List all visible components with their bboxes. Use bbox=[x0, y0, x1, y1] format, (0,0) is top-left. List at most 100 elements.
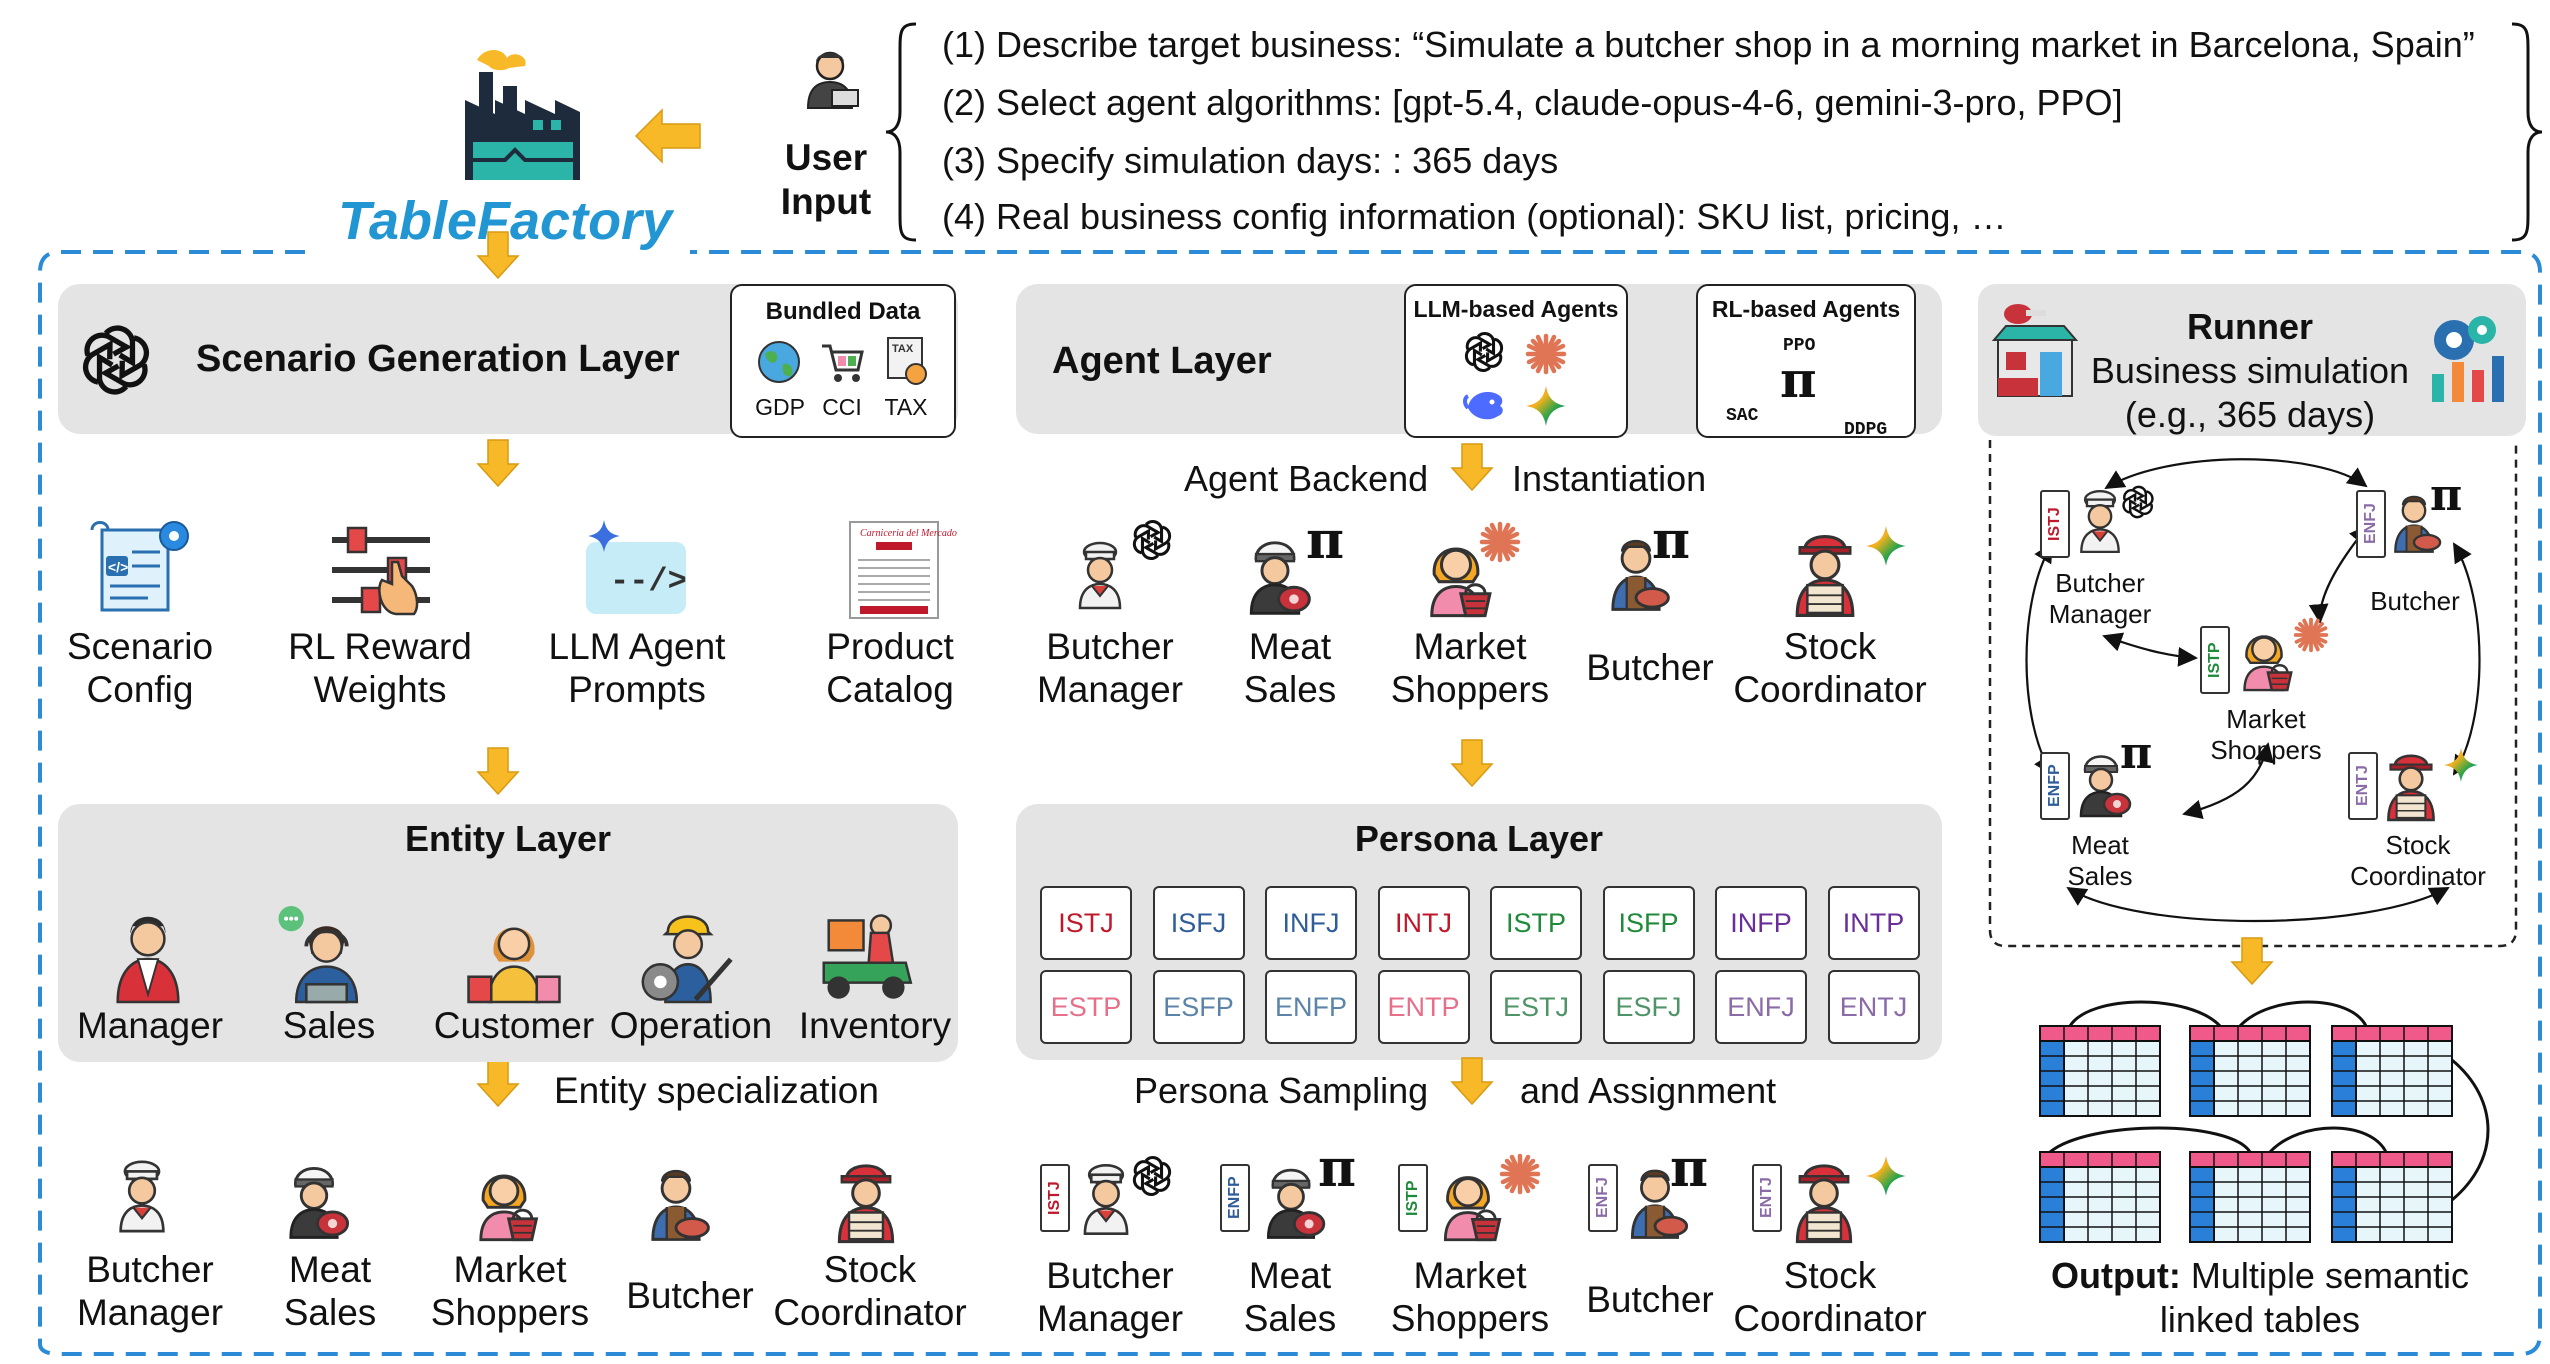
mbti-estj: ESTJ bbox=[1490, 970, 1582, 1044]
assigned-market-shoppers-icon bbox=[1443, 1176, 1502, 1242]
entity-layer-title: Entity Layer bbox=[404, 818, 612, 859]
runner-title: Runner bbox=[2187, 306, 2313, 347]
linked-table bbox=[2039, 1151, 2161, 1243]
reward-weights-icon bbox=[332, 526, 430, 616]
gemini-icon-small bbox=[1526, 386, 1566, 426]
assigned-gemini-icon bbox=[1866, 1156, 1906, 1196]
assigned-tag-3: ISTP bbox=[1398, 1164, 1428, 1232]
sales-icon bbox=[278, 906, 359, 1004]
arrow-down-mid-1 bbox=[1451, 443, 1493, 491]
arrow-down-3 bbox=[477, 747, 519, 795]
svg-text:</>: </> bbox=[108, 559, 128, 575]
right-brace bbox=[2511, 22, 2543, 242]
analytics-icon bbox=[2432, 316, 2504, 402]
agent-stock-coordinator-icon bbox=[1795, 534, 1855, 618]
butcher-manager-icon-l bbox=[119, 1160, 165, 1233]
meat-sales-icon-l bbox=[289, 1167, 350, 1239]
rl-agents-title: RL-based Agents bbox=[1711, 296, 1901, 322]
assigned-meat-sales-icon bbox=[1266, 1168, 1326, 1239]
assigned-tag-2: ENFP bbox=[1220, 1164, 1250, 1232]
mbti-intj: INTJ bbox=[1377, 886, 1470, 960]
linked-table bbox=[2189, 1151, 2311, 1243]
mbti-esfj: ESFJ bbox=[1602, 970, 1695, 1044]
stock-coordinator-icon-l bbox=[837, 1164, 895, 1244]
shop-icon bbox=[1991, 304, 2079, 397]
entity-operation: Operation bbox=[609, 1005, 773, 1046]
assigned-tag-1: ISTJ bbox=[1040, 1164, 1070, 1232]
agent-layer-title: Agent Layer bbox=[1052, 340, 1272, 382]
instantiation-label: Instantiation bbox=[1512, 458, 1707, 499]
assigned-tag-4: ENFJ bbox=[1588, 1164, 1618, 1232]
rl-agents-box bbox=[1696, 284, 1916, 438]
mbti-infj: INFJ bbox=[1265, 886, 1357, 960]
mbti-infp: INFP bbox=[1715, 886, 1807, 960]
bundled-tax: TAX bbox=[884, 394, 928, 420]
user-input-label: User Input bbox=[780, 137, 872, 222]
runner-claude-icon bbox=[2293, 617, 2329, 653]
agent-openai-icon bbox=[1129, 519, 1175, 561]
customer-icon bbox=[467, 927, 561, 1004]
claude-icon-small bbox=[1526, 334, 1566, 374]
runner-tag-butcher-manager: ISTJ bbox=[2040, 490, 2070, 558]
product-catalog-icon: Carniceria del Mercado bbox=[849, 521, 957, 619]
mbti-istp: ISTP bbox=[1490, 886, 1582, 960]
bundled-cci: CCI bbox=[822, 394, 862, 420]
agent-butcher-manager-icon bbox=[1078, 541, 1122, 610]
runner-gemini-icon bbox=[2444, 748, 2478, 782]
assigned-butcher-pi: π bbox=[1670, 1138, 1709, 1199]
runner-subtitle-days: (e.g., 365 days) bbox=[2124, 394, 2376, 435]
spec-butcher: Butcher bbox=[626, 1275, 754, 1316]
runner-tag-butcher: ENFJ bbox=[2356, 490, 2386, 558]
runner-subtitle: Business simulation bbox=[2090, 350, 2410, 391]
left-brace bbox=[885, 22, 917, 242]
butcher-icon-l bbox=[651, 1169, 710, 1241]
svg-text:--/>: --/> bbox=[610, 563, 687, 600]
runner-tag-market-shoppers: ISTP bbox=[2200, 626, 2230, 694]
agent-gemini-icon bbox=[1866, 526, 1906, 566]
cart-icon bbox=[822, 344, 864, 382]
assigned-label-butcher: Butcher bbox=[1586, 1279, 1714, 1320]
assigned-tag-5: ENTJ bbox=[1752, 1164, 1782, 1232]
arrow-down-right bbox=[2231, 937, 2273, 985]
runner-openai-icon bbox=[2119, 485, 2157, 519]
agent-claude-icon bbox=[1480, 522, 1520, 562]
mbti-estp: ESTP bbox=[1040, 970, 1132, 1044]
output-caption: Output: Multiple semantic linked tables bbox=[2050, 1255, 2470, 1340]
entity-customer: Customer bbox=[433, 1005, 595, 1046]
llm-agents-box bbox=[1404, 284, 1628, 438]
runner-stock-coordinator-icon bbox=[2387, 754, 2435, 822]
arrow-down-mid-2 bbox=[1451, 739, 1493, 787]
bundled-gdp: GDP bbox=[755, 394, 805, 420]
linked-tables bbox=[2039, 1000, 2490, 1243]
openai-icon-small bbox=[1461, 331, 1507, 373]
inventory-icon bbox=[822, 914, 913, 999]
mbti-intp: INTP bbox=[1827, 886, 1920, 960]
arrow-down-2 bbox=[477, 439, 519, 487]
interaction-curves bbox=[2025, 458, 2481, 923]
agent-backend-label: Agent Backend bbox=[1184, 458, 1429, 499]
persona-sampling-label: Persona Sampling bbox=[1134, 1070, 1429, 1111]
mbti-entp: ENTP bbox=[1377, 970, 1470, 1044]
rl-algo-ppo: PPO bbox=[1783, 336, 1816, 356]
persona-assignment-label: and Assignment bbox=[1520, 1070, 1777, 1111]
agent-meat-sales-pi: π bbox=[1306, 510, 1345, 571]
rl-algo-sac: SAC bbox=[1726, 406, 1759, 426]
instruction-3: (3) Specify simulation days: : 365 days bbox=[942, 140, 1559, 181]
llm-agents-title: LLM-based Agents bbox=[1413, 296, 1619, 322]
assigned-meat-sales-pi: π bbox=[1318, 1138, 1357, 1199]
linked-table bbox=[2331, 1025, 2453, 1117]
instruction-4: (4) Real business config information (op… bbox=[942, 196, 2007, 237]
